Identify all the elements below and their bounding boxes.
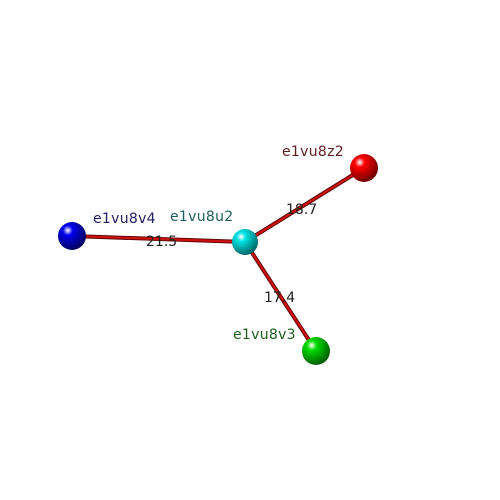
edge-e1vu8u2-e1vu8v3 xyxy=(243,240,318,353)
node-label-e1vu8v4: e1vu8v4 xyxy=(93,211,156,227)
node-e1vu8u2[interactable] xyxy=(232,229,258,255)
node-label-e1vu8z2: e1vu8z2 xyxy=(282,144,344,160)
node-label-e1vu8u2: e1vu8u2 xyxy=(170,209,233,225)
node-e1vu8v4[interactable] xyxy=(58,222,86,250)
node-label-e1vu8v3: e1vu8v3 xyxy=(233,327,296,343)
node-e1vu8z2[interactable] xyxy=(350,154,378,182)
edge-e1vu8u2-e1vu8v4 xyxy=(70,234,247,244)
edge-label-e1vu8u2-e1vu8v3: 17.4 xyxy=(264,290,295,306)
node-e1vu8v3[interactable] xyxy=(302,337,330,365)
edge-label-e1vu8u2-e1vu8z2: 18.7 xyxy=(286,202,317,218)
edge-e1vu8u2-e1vu8z2 xyxy=(243,166,366,244)
edge-label-e1vu8u2-e1vu8v4: 21.5 xyxy=(146,234,177,250)
